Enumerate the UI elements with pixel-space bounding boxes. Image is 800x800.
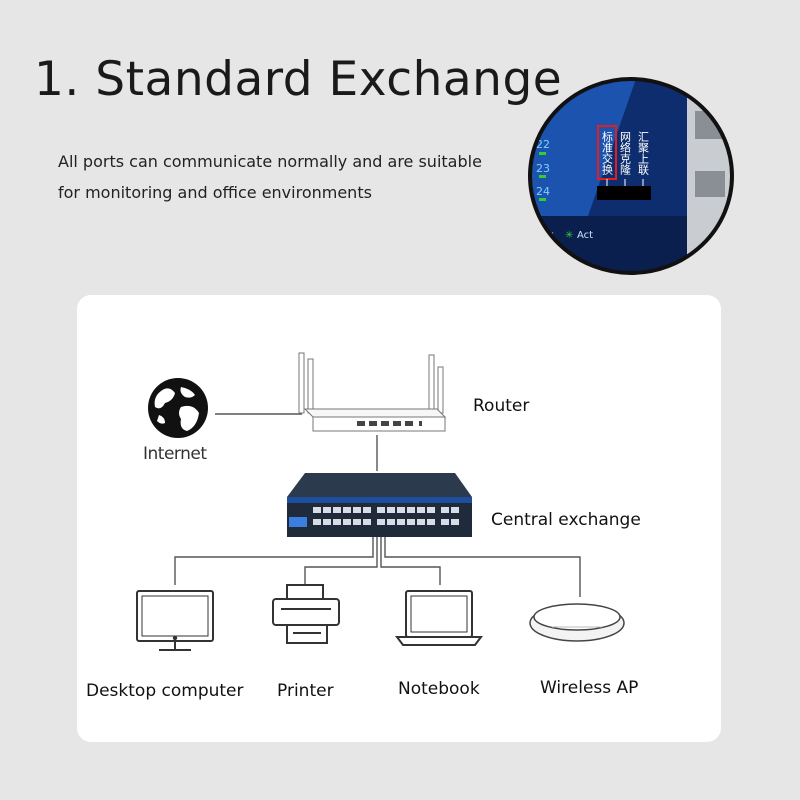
- central-exchange-label: Central exchange: [491, 510, 641, 530]
- internet-label: Internet: [143, 444, 207, 464]
- topology-card: Internet Router Central exchange Desktop…: [77, 295, 721, 742]
- switch-icon: [287, 473, 472, 537]
- router-icon: [298, 352, 447, 432]
- legend-act-star: ✳: [565, 230, 573, 241]
- desktop-computer-label: Desktop computer: [86, 681, 244, 701]
- printer-label: Printer: [277, 681, 334, 701]
- switch-panel-zoom: 22 23 24 标准交换 网络克隆 汇聚上联 Link ✳ Act: [528, 77, 734, 275]
- desktop-computer-icon: [136, 590, 214, 651]
- wireless-ap-icon: [529, 603, 625, 642]
- port-number-23: 23: [536, 162, 550, 175]
- port-number-24: 24: [536, 185, 550, 198]
- description-line-2: for monitoring and office environments: [58, 183, 372, 202]
- internet-globe-icon: [148, 378, 208, 438]
- router-label: Router: [473, 396, 530, 416]
- notebook-icon: [395, 590, 483, 646]
- legend-act: Act: [577, 230, 593, 241]
- wireless-ap-label: Wireless AP: [540, 678, 639, 698]
- mode-label-clone: 网络克隆: [619, 131, 632, 175]
- connection-lines: [174, 413, 581, 597]
- description-line-1: All ports can communicate normally and a…: [58, 152, 482, 171]
- description: All ports can communicate normally and a…: [58, 146, 482, 208]
- page-title: 1. Standard Exchange: [34, 52, 563, 107]
- mode-label-standard: 标准交换: [601, 130, 614, 176]
- network-diagram: [136, 352, 625, 651]
- printer-icon: [272, 584, 340, 644]
- notebook-label: Notebook: [398, 679, 480, 699]
- port-number-22: 22: [536, 138, 550, 151]
- mode-label-uplink: 汇聚上联: [637, 131, 650, 176]
